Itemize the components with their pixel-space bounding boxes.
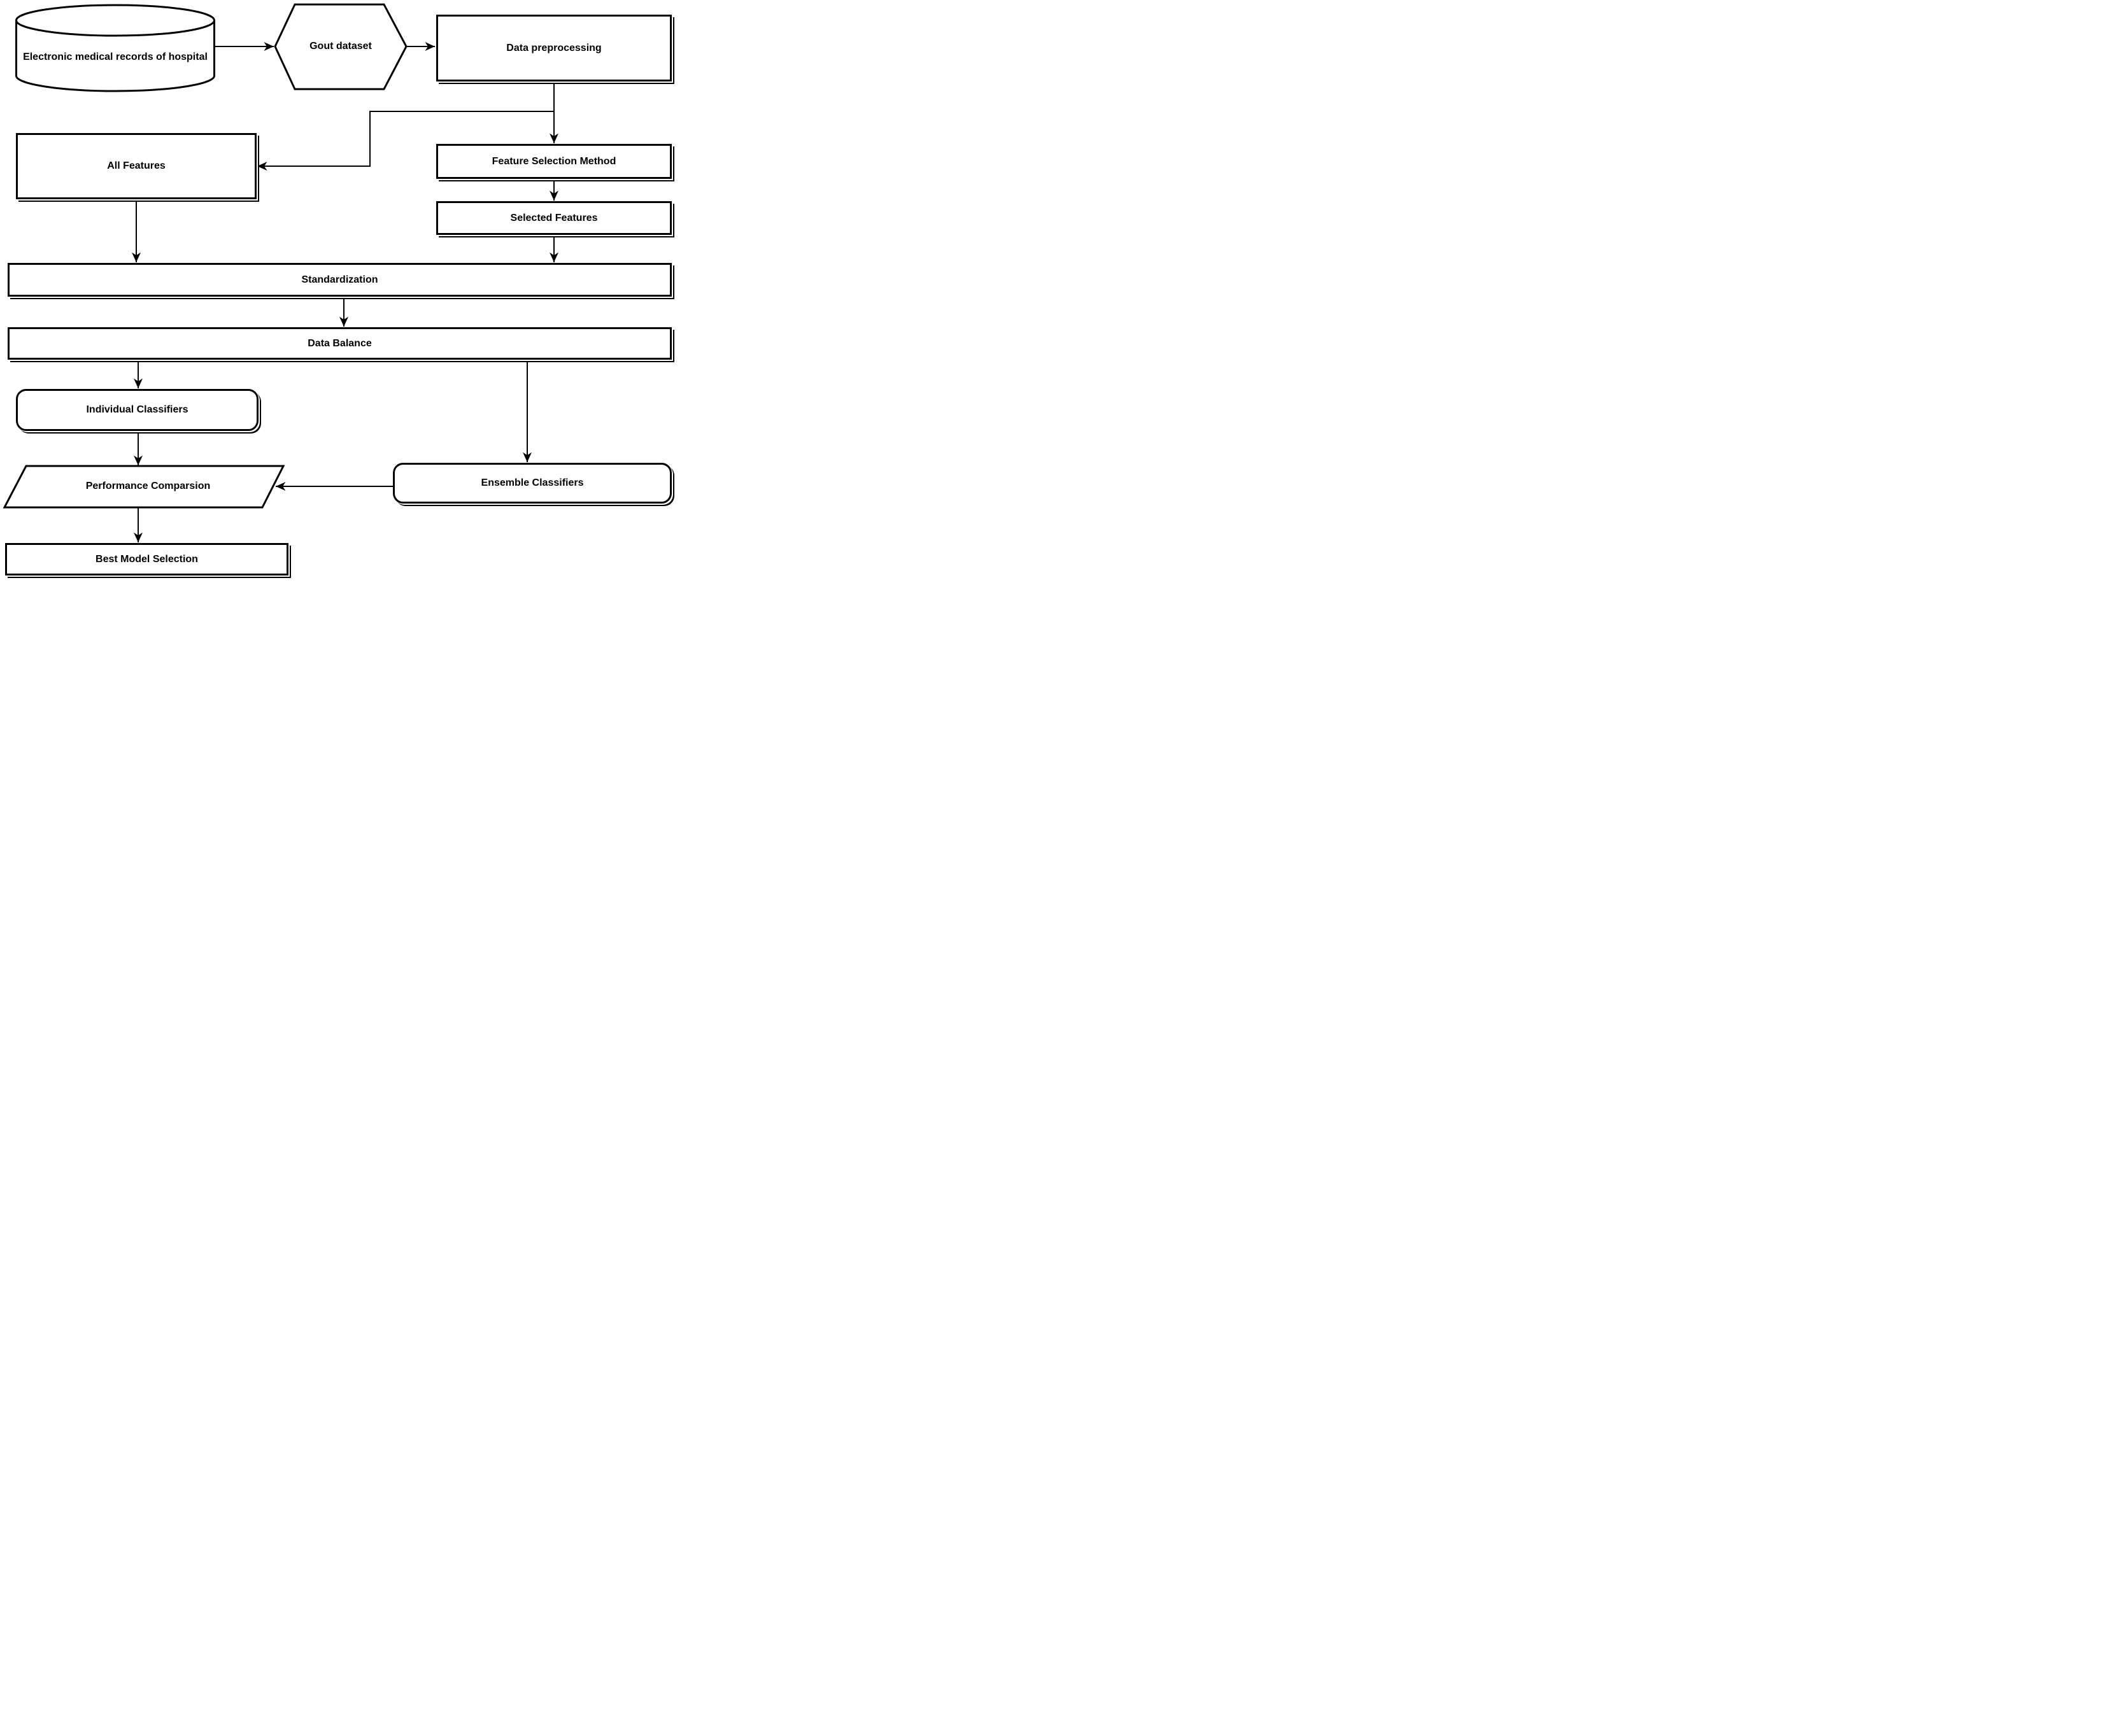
node-feature-selection-method-label: Feature Selection Method (492, 155, 616, 167)
node-standardization: Standardization (8, 263, 672, 297)
node-data-balance-label: Data Balance (308, 337, 372, 349)
node-best-model-selection: Best Model Selection (5, 543, 288, 575)
node-individual-classifiers-label: Individual Classifiers (86, 404, 188, 415)
cylinder-shape (15, 4, 215, 92)
node-data-balance: Data Balance (8, 327, 672, 360)
parallelogram-shape (3, 465, 285, 509)
flowchart-canvas: Electronic medical records of hospital G… (0, 0, 703, 579)
hexagon-shape (274, 3, 408, 90)
node-best-model-selection-label: Best Model Selection (96, 553, 198, 565)
node-individual-classifiers: Individual Classifiers (16, 389, 259, 431)
node-data-preprocessing: Data preprocessing (436, 15, 672, 81)
node-all-features-label: All Features (107, 160, 166, 171)
node-ensemble-classifiers: Ensemble Classifiers (393, 463, 672, 504)
node-selected-features-label: Selected Features (510, 212, 598, 223)
node-data-preprocessing-label: Data preprocessing (506, 42, 602, 53)
edge-data-preprocessing-to-all-features (257, 111, 554, 171)
node-standardization-label: Standardization (301, 274, 378, 285)
node-ensemble-classifiers-label: Ensemble Classifiers (481, 477, 584, 488)
connector-layer (3, 3, 558, 542)
node-all-features: All Features (16, 133, 257, 199)
node-selected-features: Selected Features (436, 201, 672, 235)
node-feature-selection-method: Feature Selection Method (436, 144, 672, 179)
